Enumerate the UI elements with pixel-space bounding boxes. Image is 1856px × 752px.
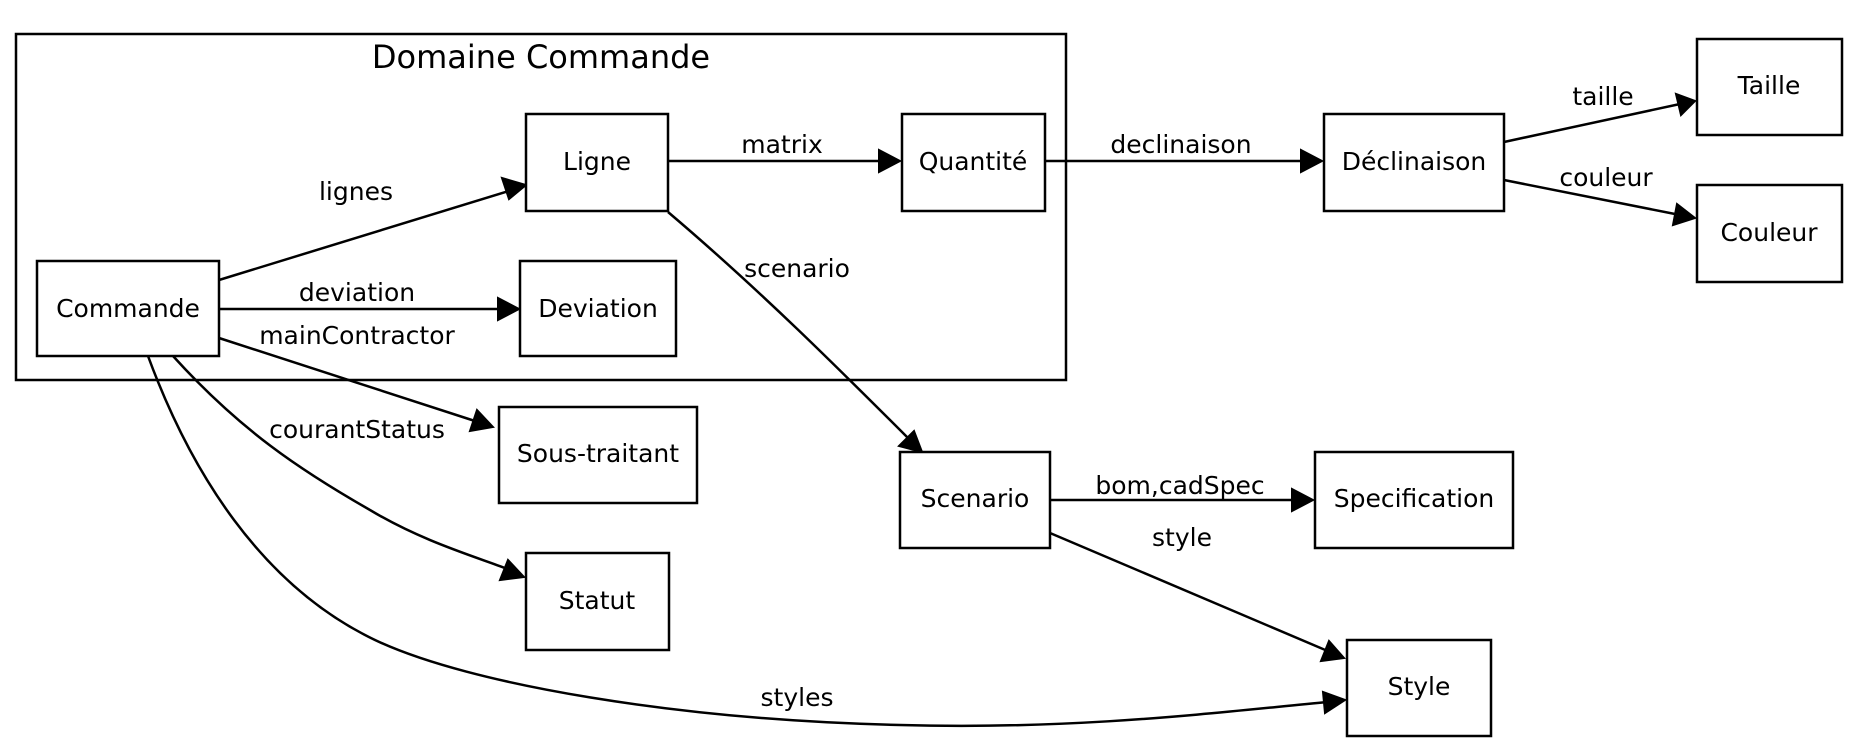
edge-main-contractor: mainContractor bbox=[218, 321, 496, 433]
edge-taille: taille bbox=[1503, 82, 1697, 144]
edge-style: style bbox=[1049, 523, 1346, 663]
edge-courant-status: courantStatus bbox=[172, 355, 527, 582]
edge-bom-cadspec: bom,cadSpec bbox=[1050, 471, 1316, 513]
node-label: Scenario bbox=[921, 484, 1030, 513]
edge-declinaison: declinaison bbox=[1045, 130, 1325, 174]
node-statut[interactable]: Statut bbox=[524, 551, 671, 652]
edge-label-courant-status: courantStatus bbox=[269, 415, 445, 444]
node-label: Commande bbox=[56, 294, 200, 323]
node-label: Quantité bbox=[919, 147, 1028, 176]
edge-label-declinaison: declinaison bbox=[1110, 130, 1251, 159]
node-label: Deviation bbox=[538, 294, 658, 323]
node-declinaison[interactable]: Déclinaison bbox=[1322, 112, 1506, 213]
edge-label-style: style bbox=[1152, 523, 1212, 552]
edge-label-taille: taille bbox=[1572, 82, 1633, 111]
node-label: Sous-traitant bbox=[517, 439, 679, 468]
edge-scenario: scenario bbox=[667, 211, 924, 454]
node-label: Couleur bbox=[1720, 218, 1818, 247]
cluster-label: Domaine Commande bbox=[372, 38, 710, 76]
edge-label-matrix: matrix bbox=[741, 130, 823, 159]
edge-label-styles: styles bbox=[761, 683, 834, 712]
edge-lignes: lignes bbox=[218, 176, 529, 282]
node-label: Statut bbox=[559, 586, 636, 615]
edge-label-deviation: deviation bbox=[299, 278, 415, 307]
node-label: Taille bbox=[1737, 71, 1801, 100]
node-couleur[interactable]: Couleur bbox=[1695, 183, 1844, 284]
node-scenario[interactable]: Scenario bbox=[898, 450, 1052, 550]
node-label: Déclinaison bbox=[1342, 147, 1487, 176]
node-label: Style bbox=[1388, 672, 1451, 701]
node-deviation[interactable]: Deviation bbox=[518, 259, 678, 358]
edge-label-main-contractor: mainContractor bbox=[259, 321, 455, 350]
edge-matrix: matrix bbox=[668, 130, 903, 174]
edge-label-lignes: lignes bbox=[319, 177, 393, 206]
edge-deviation: deviation bbox=[219, 278, 522, 322]
node-specification[interactable]: Specification bbox=[1313, 450, 1515, 550]
node-taille[interactable]: Taille bbox=[1695, 37, 1844, 137]
node-label: Specification bbox=[1334, 484, 1495, 513]
node-ligne[interactable]: Ligne bbox=[524, 112, 670, 213]
edge-label-scenario: scenario bbox=[744, 254, 850, 283]
edge-styles: styles bbox=[146, 355, 1348, 728]
edge-couleur: couleur bbox=[1503, 163, 1698, 227]
node-label: Ligne bbox=[563, 147, 631, 176]
node-commande[interactable]: Commande bbox=[35, 259, 221, 358]
edge-label-bom-cadspec: bom,cadSpec bbox=[1095, 471, 1264, 500]
edge-label-couleur: couleur bbox=[1559, 163, 1653, 192]
node-style[interactable]: Style bbox=[1345, 638, 1493, 738]
node-quantite[interactable]: Quantité bbox=[900, 112, 1047, 213]
cluster-domaine-commande: Domaine Commande bbox=[14, 32, 1068, 382]
node-sous-traitant[interactable]: Sous-traitant bbox=[497, 405, 699, 505]
